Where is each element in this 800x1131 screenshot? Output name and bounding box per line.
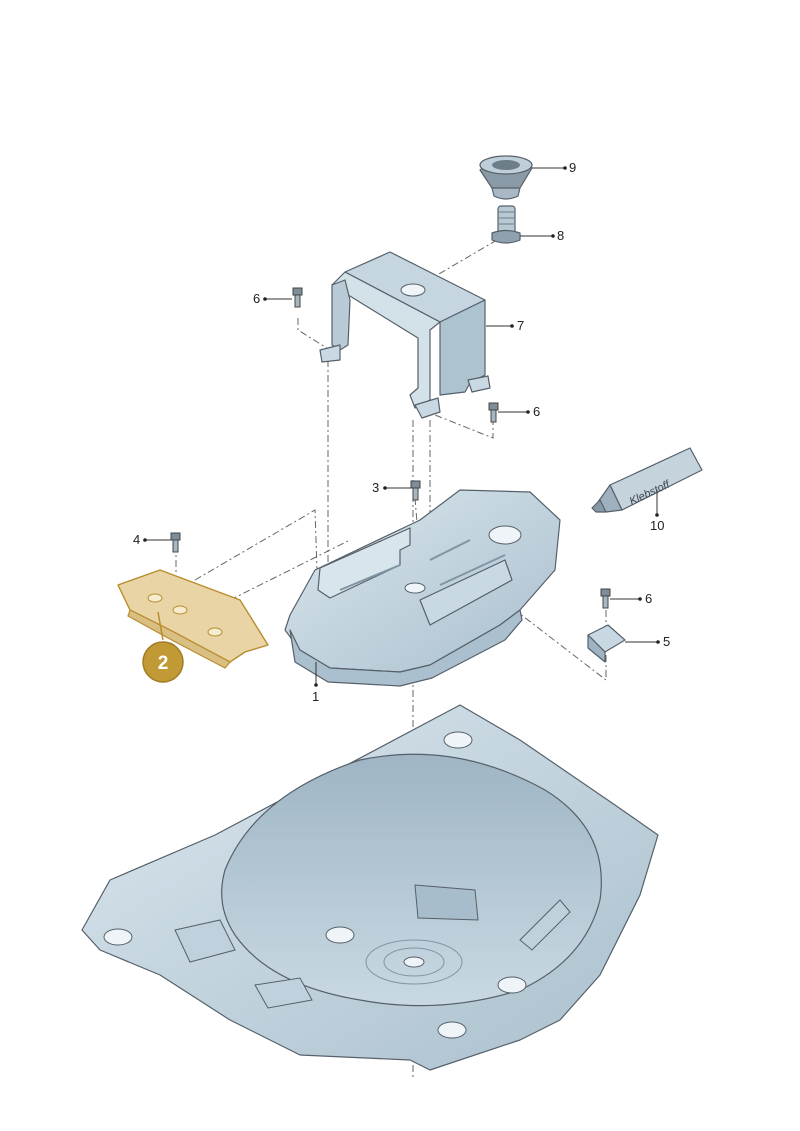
callouts: 9 8 7 6 6 3 10 4 bbox=[133, 160, 670, 704]
callout-6-mid: 6 bbox=[498, 404, 540, 419]
svg-text:6: 6 bbox=[533, 404, 540, 419]
part-7-bracket bbox=[319, 251, 491, 419]
part-1-floor-insert bbox=[284, 489, 561, 687]
floor-tub bbox=[81, 704, 659, 1071]
svg-text:4: 4 bbox=[133, 532, 140, 547]
part-9-knob bbox=[479, 155, 533, 200]
part-5-clip bbox=[587, 624, 626, 663]
callout-8: 8 bbox=[520, 228, 564, 243]
callout-1: 1 bbox=[312, 662, 319, 704]
svg-text:8: 8 bbox=[557, 228, 564, 243]
callout-6-right: 6 bbox=[610, 591, 652, 606]
screw-4 bbox=[170, 532, 181, 553]
part-2-highlighted-bracket bbox=[117, 569, 269, 669]
svg-text:3: 3 bbox=[372, 480, 379, 495]
svg-text:1: 1 bbox=[312, 689, 319, 704]
callout-5: 5 bbox=[625, 634, 670, 649]
svg-text:10: 10 bbox=[650, 518, 664, 533]
callout-7: 7 bbox=[486, 318, 524, 333]
callout-4: 4 bbox=[133, 532, 171, 547]
callout-6-top: 6 bbox=[253, 291, 292, 306]
part-8-bolt bbox=[491, 205, 521, 244]
callout-3: 3 bbox=[372, 480, 411, 495]
callout-10: 10 bbox=[650, 490, 664, 533]
svg-text:5: 5 bbox=[663, 634, 670, 649]
svg-text:9: 9 bbox=[569, 160, 576, 175]
svg-text:2: 2 bbox=[158, 653, 169, 674]
part-2-badge: 2 bbox=[142, 611, 184, 683]
svg-text:7: 7 bbox=[517, 318, 524, 333]
screw-3 bbox=[410, 480, 421, 501]
part-10-adhesive-tube: Klebstoff bbox=[591, 447, 703, 513]
screw-6-mid bbox=[488, 402, 499, 423]
screw-6-right bbox=[600, 588, 611, 609]
svg-text:6: 6 bbox=[253, 291, 260, 306]
callout-9: 9 bbox=[532, 160, 576, 175]
screw-6-top bbox=[292, 287, 303, 308]
svg-text:6: 6 bbox=[645, 591, 652, 606]
